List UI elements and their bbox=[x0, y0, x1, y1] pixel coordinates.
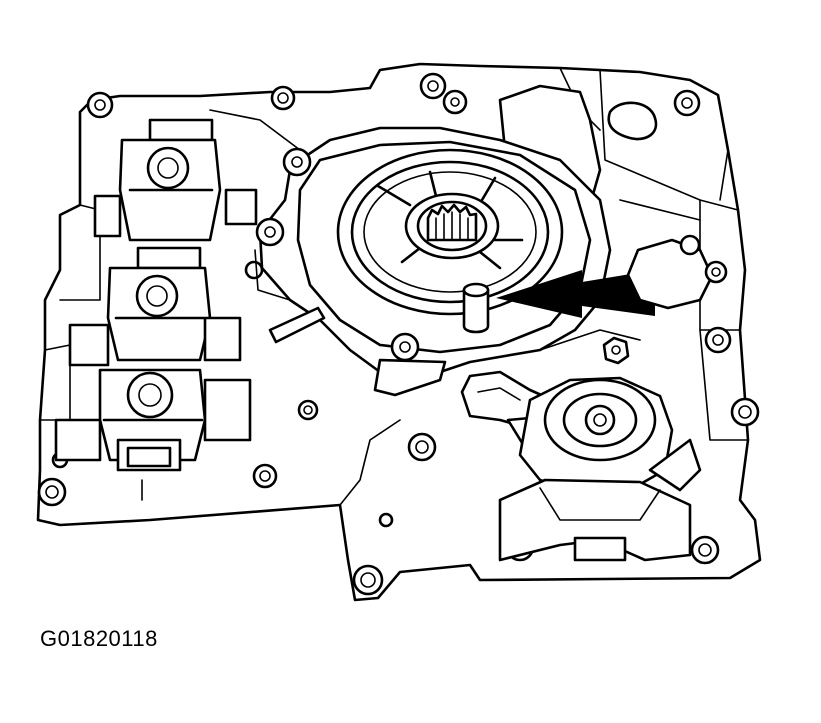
solenoid-top bbox=[93, 118, 258, 242]
pointer-arrow bbox=[496, 270, 655, 318]
linkage-rod bbox=[268, 306, 326, 344]
range-sensor bbox=[498, 376, 702, 562]
kidney-slot bbox=[607, 101, 658, 141]
solenoid-middle bbox=[68, 246, 242, 367]
solenoid-bottom bbox=[54, 368, 252, 501]
pump-hub bbox=[336, 148, 564, 316]
hex-nut bbox=[602, 336, 630, 365]
sensor-bracket bbox=[626, 234, 728, 310]
indicated-pin bbox=[462, 282, 490, 334]
figure-code: G01820118 bbox=[40, 626, 158, 651]
